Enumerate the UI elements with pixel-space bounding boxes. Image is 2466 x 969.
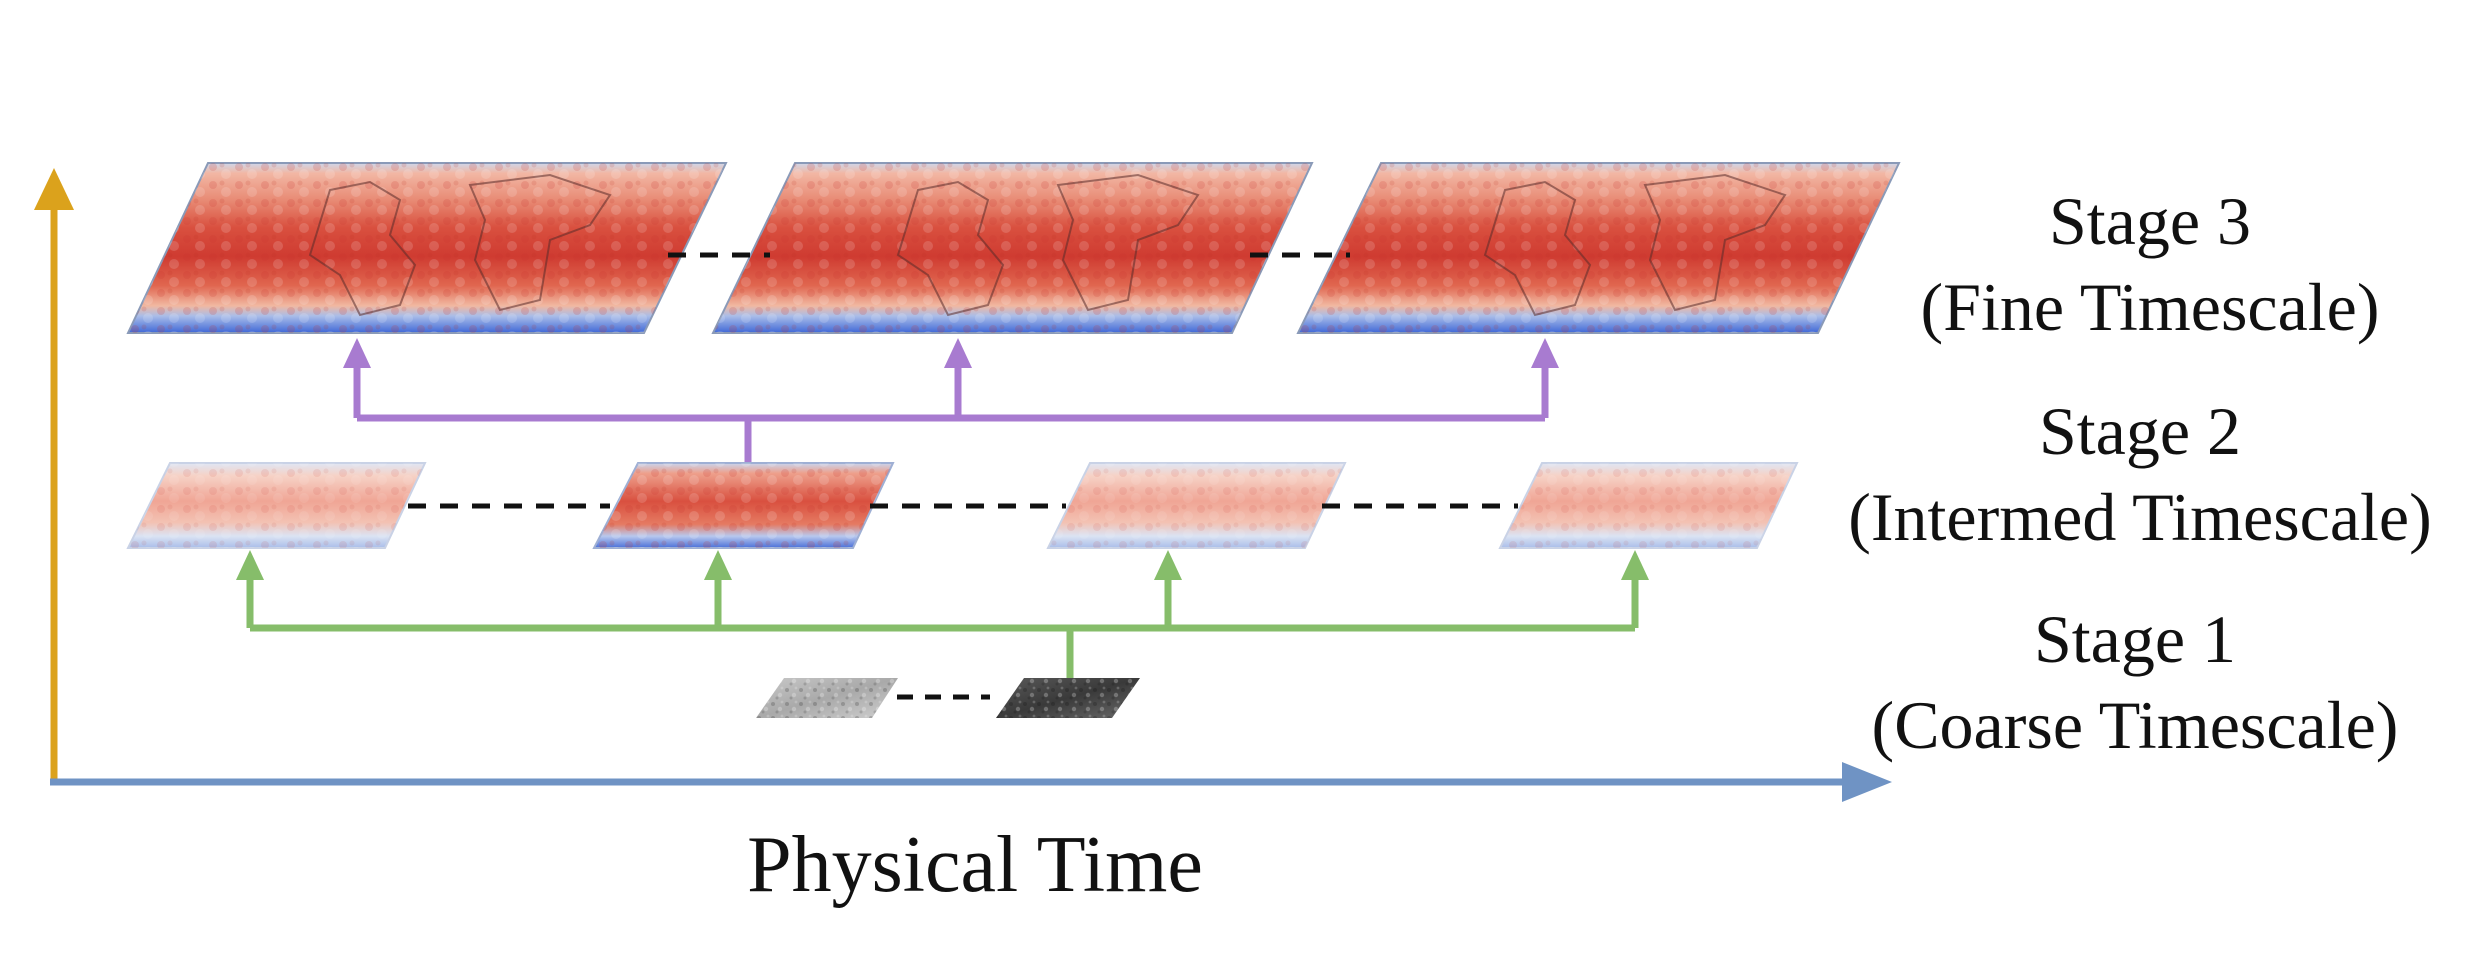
time-axis-arrowhead [1842, 762, 1892, 802]
stage2-arrowhead-4 [1621, 550, 1649, 580]
stage1-label: Stage 1 (Coarse Timescale) [1845, 596, 2425, 768]
stage1-subtitle: (Coarse Timescale) [1871, 687, 2399, 763]
stage3-subtitle: (Fine Timescale) [1920, 269, 2380, 345]
stage3-map-2 [711, 162, 1314, 334]
stage2-subtitle: (Intermed Timescale) [1848, 479, 2432, 555]
stage2-map-2-highlighted [592, 462, 895, 549]
time-axis-label: Physical Time [747, 821, 1203, 909]
stage2-connector [246, 578, 1639, 696]
stage2-map-1 [126, 462, 427, 549]
stage3-title: Stage 3 [2048, 183, 2252, 259]
stage3-map-1 [126, 162, 728, 334]
stage1-title: Stage 1 [2033, 601, 2237, 677]
stage2-label: Stage 2 (Intermed Timescale) [1830, 388, 2450, 560]
stage3-arrowhead-2 [944, 338, 972, 368]
stage3-connector [353, 366, 1549, 508]
stage2-map-4 [1498, 462, 1799, 549]
stage1-noise-patch-1 [756, 678, 898, 718]
stage2-arrowhead-1 [236, 550, 264, 580]
stage2-title: Stage 2 [2038, 393, 2242, 469]
stage3-map-3 [1296, 162, 1901, 334]
vertical-axis-arrowhead [34, 168, 74, 210]
stage2-map-3 [1046, 462, 1347, 549]
stage2-arrowhead-3 [1154, 550, 1182, 580]
stage2-arrowhead-2 [704, 550, 732, 580]
stage3-arrowhead-1 [343, 338, 371, 368]
stage3-arrowhead-3 [1531, 338, 1559, 368]
stage3-label: Stage 3 (Fine Timescale) [1870, 178, 2430, 350]
stage1-noise-patch-2 [996, 678, 1140, 718]
